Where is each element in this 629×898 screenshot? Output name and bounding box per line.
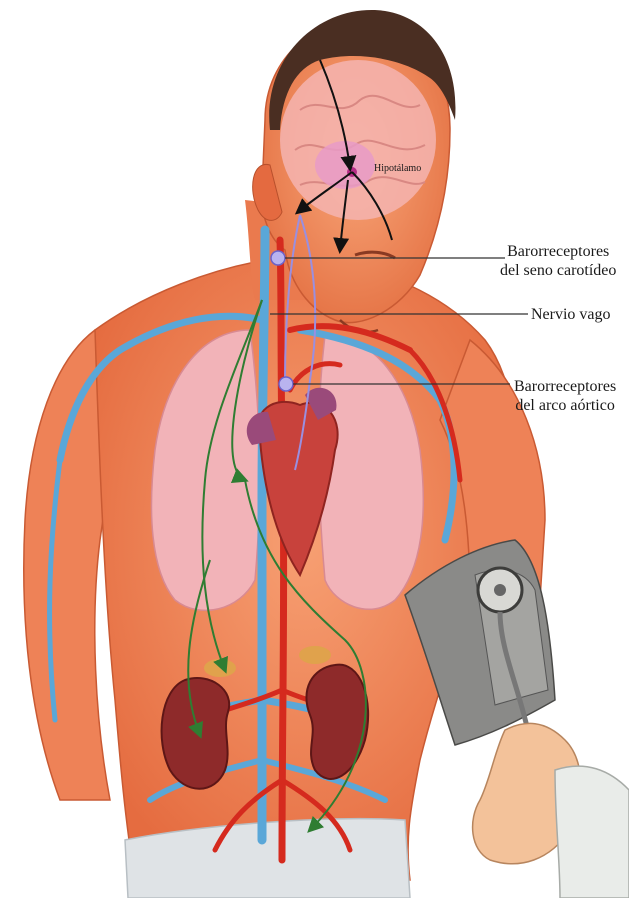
carotid-baroreceptor-label: Barorreceptores del seno carotídeo	[500, 242, 616, 280]
carotid-baroreceptor	[271, 251, 285, 265]
aortic-baroreceptor	[279, 377, 293, 391]
adrenal-left	[204, 659, 236, 677]
vagus-nerve-label: Nervio vago	[531, 305, 611, 324]
hypothalamus-region	[315, 141, 375, 189]
aortic-baroreceptor-label: Barorreceptores del arco aórtico	[514, 377, 616, 415]
aortic-label-line1: Barorreceptores	[514, 377, 616, 396]
adrenal-right	[299, 646, 331, 664]
left-kidney	[162, 678, 230, 789]
aortic-label-line2: del arco aórtico	[514, 396, 616, 415]
brain	[280, 60, 436, 220]
doctor-sleeve	[555, 766, 629, 898]
vagus-label-text: Nervio vago	[531, 305, 611, 324]
carotid-label-line2: del seno carotídeo	[500, 261, 616, 280]
hypothalamus-label: Hipotálamo	[374, 163, 421, 174]
doctor-hand	[473, 723, 629, 898]
carotid-label-line1: Barorreceptores	[500, 242, 616, 261]
